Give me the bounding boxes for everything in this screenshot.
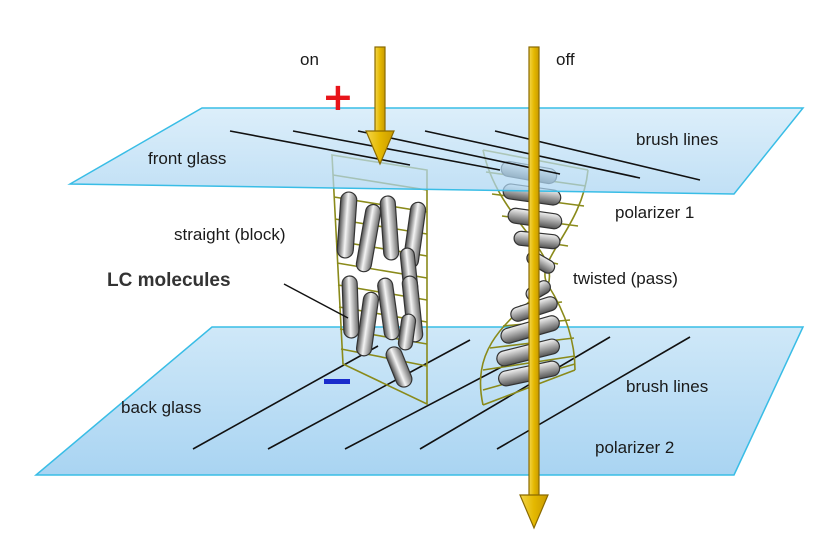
label-polarizer-1: polarizer 1 — [615, 203, 694, 222]
label-back-glass: back glass — [121, 398, 201, 417]
label-lc-molecules: LC molecules — [107, 270, 231, 291]
minus-sign — [324, 379, 350, 384]
label-polarizer-2: polarizer 2 — [595, 438, 674, 457]
lc-molecules-leader — [283, 283, 349, 319]
label-off: off — [556, 50, 575, 69]
label-brush-lines-bottom: brush lines — [626, 377, 708, 396]
label-front-glass: front glass — [148, 149, 226, 168]
label-on: on — [300, 50, 319, 69]
front-glass-plate — [67, 107, 805, 195]
label-brush-lines-top: brush lines — [636, 130, 718, 149]
off-light-arrow — [519, 46, 549, 530]
on-light-arrow — [365, 46, 395, 166]
straight-lc-molecules — [336, 191, 427, 388]
label-straight-block: straight (block) — [174, 225, 285, 244]
label-twisted-pass: twisted (pass) — [573, 269, 678, 288]
plus-sign: + — [322, 75, 354, 119]
